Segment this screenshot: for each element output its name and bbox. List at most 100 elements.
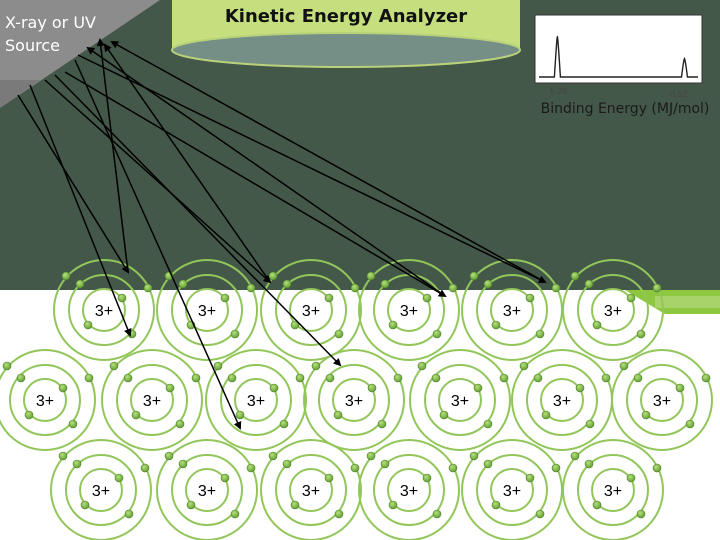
middle-orbit [424,364,496,436]
electron [366,451,376,461]
electron [165,383,175,393]
middle-orbit [116,364,188,436]
trajectory-arrow [86,46,446,297]
electron [58,383,68,393]
electron [350,463,360,473]
electron [75,279,85,289]
outer-orbit [156,439,258,540]
electron [469,451,479,461]
middle-orbit [68,274,140,346]
electron [592,320,602,330]
electron [388,500,398,510]
nucleus-label: 3+ [95,303,113,320]
outer-orbit [260,439,362,540]
electron [551,283,561,293]
middle-orbit [275,454,347,526]
source-triangle [0,0,160,108]
electron [191,373,201,383]
trajectory-arrow [17,94,130,274]
analyzer-label: Kinetic Energy Analyzer [224,6,468,27]
trajectory-arrow [103,43,271,283]
electron [186,500,196,510]
trajectory-arrow [110,41,546,283]
trajectory-arrow [29,84,132,337]
atom: 3+ [611,349,713,451]
middle-orbit [9,364,81,436]
electron [72,459,82,469]
outer-orbit [611,349,713,451]
atom: 3+ [260,259,362,361]
electron [131,410,141,420]
electron [388,320,398,330]
nucleus-label: 3+ [345,393,363,410]
middle-orbit [171,274,243,346]
electron [324,473,334,483]
outer-orbit [562,259,664,361]
electron [246,463,256,473]
inner-orbit [640,378,684,422]
electron [334,329,344,339]
tick-label-high: 6.26 [550,86,568,96]
electron [230,329,240,339]
trajectory-arrow [44,79,272,284]
electron [246,283,256,293]
electron [117,293,127,303]
electron [499,373,509,383]
outer-orbit [53,259,155,361]
nucleus-label: 3+ [604,303,622,320]
electron [268,451,278,461]
inner-orbit [79,468,123,512]
electron [491,500,501,510]
inner-orbit [82,288,126,332]
inner-orbit [130,378,174,422]
outer-orbit [205,349,307,451]
electron [431,373,441,383]
nucleus-label: 3+ [198,483,216,500]
electron [58,451,68,461]
electron [652,463,662,473]
electron [80,500,90,510]
electron [533,373,543,383]
atom: 3+ [562,259,664,361]
outer-orbit [358,259,460,361]
middle-orbit [577,454,649,526]
electron [584,459,594,469]
middle-orbit [373,454,445,526]
electron [432,509,442,519]
nucleus-label: 3+ [36,393,54,410]
nucleus-label: 3+ [143,393,161,410]
nucleus-label: 3+ [451,393,469,410]
inner-orbit [540,378,584,422]
electron [592,500,602,510]
outer-orbit [101,349,203,451]
electron [295,373,305,383]
electron [164,451,174,461]
electron [701,373,711,383]
electron [350,283,360,293]
electron [2,361,12,371]
outer-orbit [156,259,258,361]
electron [448,463,458,473]
electron [626,293,636,303]
atom: 3+ [461,259,563,361]
trajectory-arrow [96,38,129,273]
atom: 3+ [358,439,460,540]
inner-orbit [438,378,482,422]
nucleus-label: 3+ [503,483,521,500]
green-stripe-bar [655,296,720,308]
electron [432,329,442,339]
electron [220,293,230,303]
inner-orbit [387,288,431,332]
nucleus-label: 3+ [553,393,571,410]
electron [641,410,651,420]
inner-orbit [289,468,333,512]
middle-orbit [220,364,292,436]
trajectory-arrow [54,74,342,367]
electron [311,361,321,371]
electron [290,320,300,330]
middle-orbit [476,274,548,346]
middle-orbit [65,454,137,526]
electron [279,419,289,429]
electron [473,383,483,393]
